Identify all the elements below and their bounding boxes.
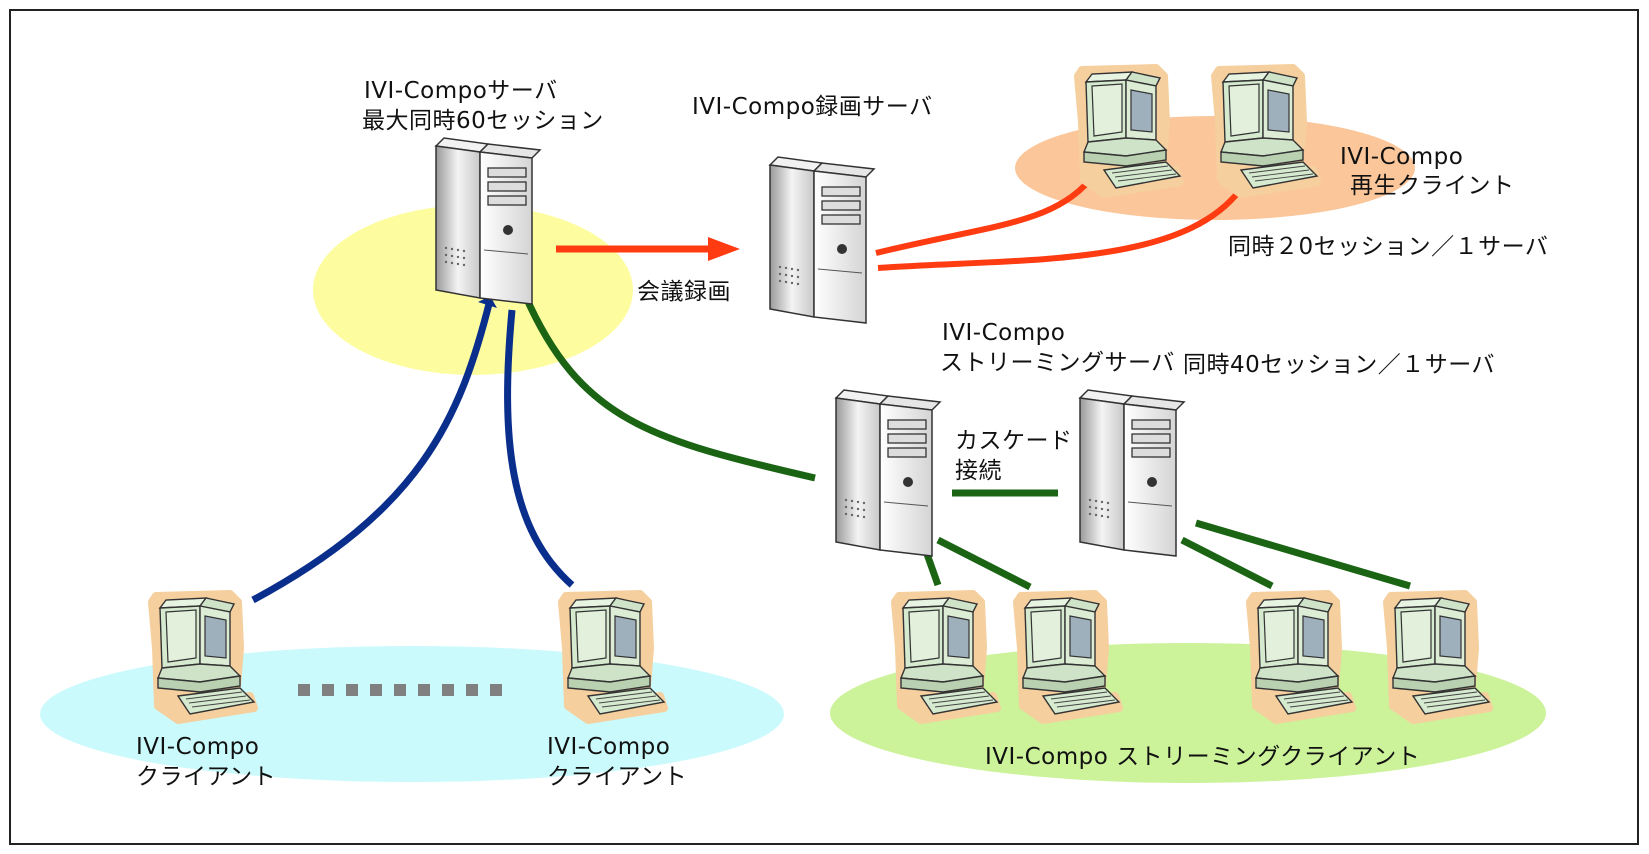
server-icon	[835, 389, 941, 557]
diagram-frame	[9, 9, 1639, 845]
playback-capacity: 同時２0セッション／１サーバ	[1228, 234, 1549, 260]
client-link-arrowhead	[478, 296, 497, 308]
main-server-capacity: 最大同時60セッション	[362, 108, 604, 134]
streaming-client-link-4	[1195, 519, 1411, 590]
streaming-server-role: ストリーミングサーバ	[940, 350, 1175, 376]
playback-link-1	[875, 178, 1093, 256]
recording-link-arrowhead	[708, 237, 740, 261]
streaming-capacity: 同時40セッション／１サーバ	[1183, 352, 1496, 378]
streaming-clients-label: IVI-Compo ストリーミングクライアント	[985, 744, 1421, 770]
client2-name: IVI-Compo	[547, 734, 671, 760]
server-icon	[435, 137, 541, 305]
computer-icon	[1387, 594, 1489, 720]
streaming-server-name: IVI-Compo	[942, 320, 1066, 346]
computer-icon	[1017, 594, 1119, 720]
streaming-uplink	[521, 293, 816, 482]
computer-icon	[1215, 68, 1317, 194]
client1-name: IVI-Compo	[136, 734, 260, 760]
computer-icon	[152, 594, 254, 720]
streaming-client-zone	[830, 643, 1546, 783]
computer-icon	[1250, 594, 1352, 720]
streaming-client-link-3	[1180, 536, 1274, 590]
computer-icon	[562, 594, 664, 720]
playback-client-name: IVI-Compo	[1340, 144, 1464, 170]
streaming-client-link-2	[936, 536, 1032, 591]
cascade-label-line1: カスケード	[955, 428, 1073, 454]
main-server-name: IVI-Compoサーバ	[364, 78, 558, 104]
server-icon	[769, 156, 875, 324]
playback-link-2	[877, 188, 1243, 271]
computer-icon	[895, 594, 997, 720]
server-icon	[1079, 389, 1185, 557]
cascade-label-line2: 接続	[955, 458, 1002, 484]
computer-icon	[1078, 68, 1180, 194]
recording-link-label: 会議録画	[637, 279, 731, 305]
client-link-2	[504, 309, 575, 588]
client2-role: クライアント	[547, 764, 688, 790]
client-link-1	[251, 299, 494, 604]
playback-client-role: 再生クライント	[1350, 173, 1515, 199]
recording-server-name: IVI-Compo録画サーバ	[692, 94, 933, 120]
client1-role: クライアント	[136, 764, 277, 790]
